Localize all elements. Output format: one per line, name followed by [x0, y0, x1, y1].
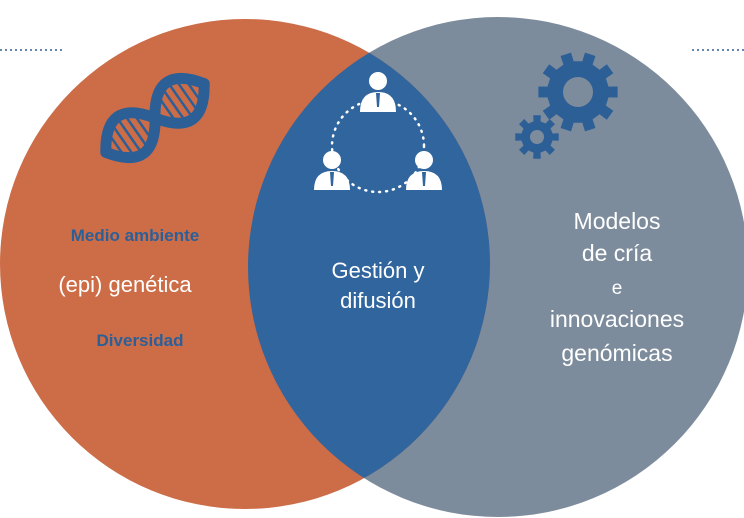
label-modelos: Modelos: [573, 208, 661, 234]
person-icon-top: [360, 72, 396, 112]
gear-large-icon-hole: [563, 77, 593, 107]
person-icon-right: [406, 151, 442, 190]
label-e: e: [611, 278, 623, 299]
gears-icon: [515, 52, 618, 159]
label-innovaciones: innovaciones: [549, 306, 685, 332]
label-gestion-y: Gestión y: [331, 258, 425, 283]
label-difusion: difusión: [340, 288, 416, 313]
dna-icon: [100, 72, 210, 164]
person-icon-left: [314, 151, 350, 190]
label-genomicas: genómicas: [561, 340, 673, 366]
label-medio-ambiente: Medio ambiente: [70, 226, 200, 245]
label-de-cria: de cría: [581, 240, 653, 266]
label-diversidad: Diversidad: [96, 331, 184, 350]
label-epi-genetica: (epi) genética: [58, 272, 192, 297]
overlap-region: [248, 19, 490, 509]
team-network-icon: [314, 72, 442, 194]
gear-small-icon-hole: [530, 130, 544, 144]
